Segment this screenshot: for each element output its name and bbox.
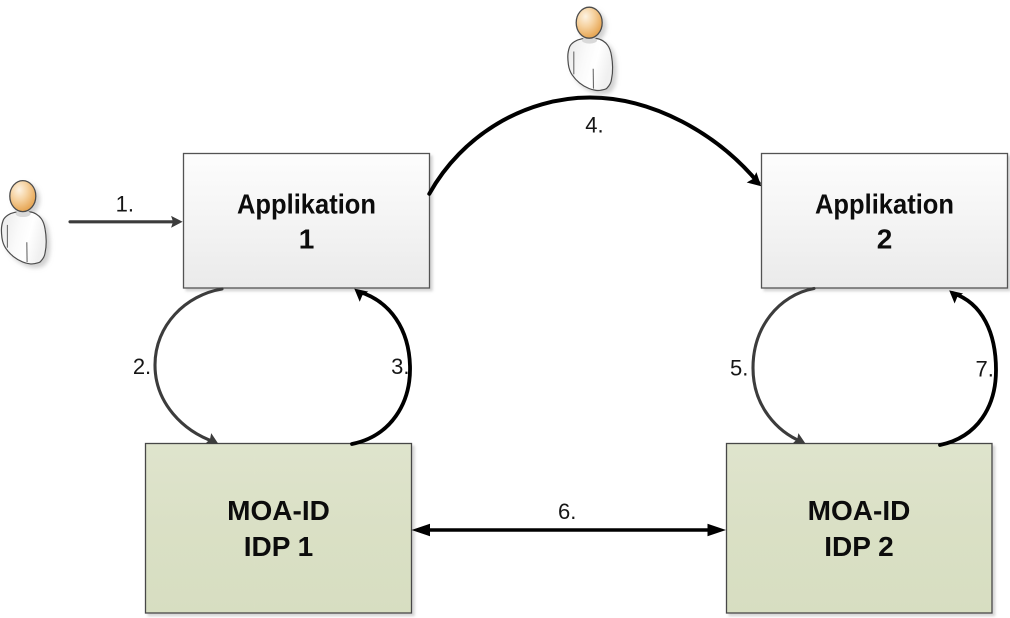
- svg-text:IDP 2: IDP 2: [824, 531, 894, 562]
- svg-text:7.: 7.: [976, 357, 994, 382]
- svg-text:Applikation: Applikation: [237, 189, 376, 220]
- svg-text:1: 1: [299, 224, 315, 255]
- svg-text:3.: 3.: [391, 354, 409, 379]
- svg-text:2.: 2.: [133, 354, 151, 379]
- svg-text:MOA-ID: MOA-ID: [227, 495, 330, 526]
- svg-text:5.: 5.: [730, 355, 748, 380]
- svg-text:Applikation: Applikation: [815, 189, 954, 220]
- svg-text:1.: 1.: [116, 192, 134, 217]
- svg-text:4.: 4.: [585, 113, 603, 138]
- svg-text:2: 2: [877, 224, 893, 255]
- svg-text:6.: 6.: [558, 499, 576, 524]
- svg-text:IDP 1: IDP 1: [244, 531, 314, 562]
- svg-text:MOA-ID: MOA-ID: [808, 495, 911, 526]
